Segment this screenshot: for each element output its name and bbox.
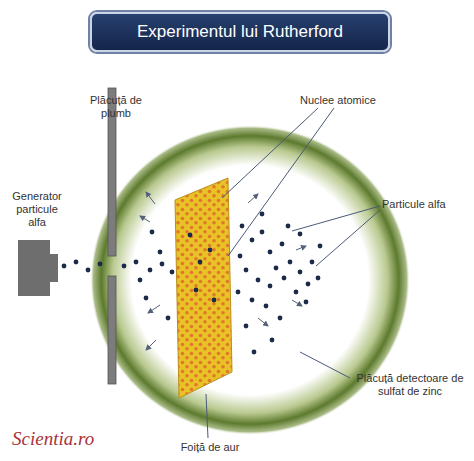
alpha-particle bbox=[318, 244, 323, 249]
alpha-particle bbox=[144, 296, 149, 301]
alpha-particle bbox=[148, 268, 153, 273]
alpha-particle bbox=[134, 260, 139, 265]
alpha-particle bbox=[274, 266, 279, 271]
alpha-particle bbox=[304, 300, 309, 305]
alpha-particle bbox=[260, 212, 265, 217]
alpha-particle bbox=[208, 248, 213, 253]
alpha-particle bbox=[310, 260, 315, 265]
alpha-particle bbox=[268, 250, 273, 255]
alpha-particle bbox=[160, 262, 165, 267]
alpha-particle bbox=[240, 224, 245, 229]
alpha-particle bbox=[170, 270, 175, 275]
part-label: Plăcuță detectoare de sulfat de zinc bbox=[352, 372, 468, 398]
alpha-particle bbox=[62, 264, 67, 269]
alpha-particle bbox=[244, 324, 249, 329]
alpha-particle bbox=[158, 250, 163, 255]
alpha-particle bbox=[298, 232, 303, 237]
alpha-particle bbox=[212, 298, 217, 303]
alpha-particle bbox=[198, 260, 203, 265]
alpha-particle bbox=[138, 278, 143, 283]
alpha-particle bbox=[236, 290, 241, 295]
alpha-particle bbox=[282, 276, 287, 281]
alpha-particle bbox=[244, 268, 249, 273]
part-label: Generator particule alfa bbox=[6, 190, 68, 229]
alpha-particle bbox=[298, 270, 303, 275]
alpha-particle bbox=[122, 264, 127, 269]
alpha-particle bbox=[306, 282, 311, 287]
alpha-particle bbox=[256, 278, 261, 283]
leader-lines bbox=[206, 108, 380, 438]
alpha-particle bbox=[98, 262, 103, 267]
part-label: Plăcuță de plumb bbox=[86, 94, 146, 120]
alpha-particle bbox=[238, 254, 243, 259]
part-label: Nuclee atomice bbox=[300, 94, 400, 107]
lead-plate bbox=[108, 88, 116, 384]
alpha-particle bbox=[286, 224, 291, 229]
title-banner: Experimentul lui Rutherford bbox=[90, 12, 390, 52]
alpha-particle bbox=[316, 276, 321, 281]
deflection-arrows bbox=[140, 192, 306, 350]
alpha-particle bbox=[150, 230, 155, 235]
alpha-particle bbox=[278, 316, 283, 321]
alpha-particle bbox=[252, 350, 257, 355]
alpha-particle bbox=[194, 288, 199, 293]
gold-foil bbox=[175, 178, 232, 398]
alpha-particles bbox=[62, 212, 323, 355]
part-label: Foiță de aur bbox=[170, 441, 250, 454]
alpha-particle bbox=[264, 304, 269, 309]
alpha-particle bbox=[188, 233, 193, 238]
alpha-particle bbox=[250, 298, 255, 303]
title: Experimentul lui Rutherford bbox=[137, 22, 343, 42]
alpha-particle bbox=[250, 238, 255, 243]
alpha-particle bbox=[74, 260, 79, 265]
alpha-particle bbox=[166, 316, 171, 321]
watermark: Scientia.ro bbox=[12, 428, 132, 450]
alpha-particle bbox=[288, 260, 293, 265]
alpha-particle bbox=[294, 290, 299, 295]
part-label: Particule alfa bbox=[382, 198, 468, 211]
alpha-particle bbox=[260, 230, 265, 235]
alpha-particle bbox=[86, 268, 91, 273]
alpha-generator bbox=[18, 240, 58, 296]
alpha-particle bbox=[268, 284, 273, 289]
alpha-particle bbox=[270, 338, 275, 343]
alpha-particle bbox=[280, 242, 285, 247]
